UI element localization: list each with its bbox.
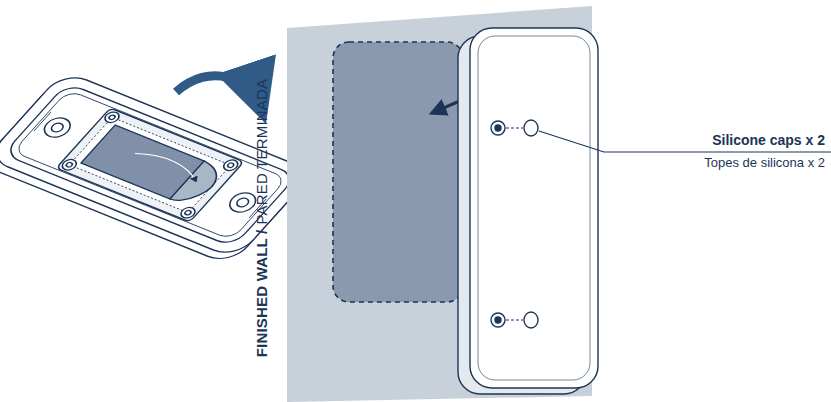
- callout-label: Silicone caps x 2: [704, 132, 825, 149]
- wall-label-text: FINISHED WALL /: [253, 230, 270, 358]
- caps-label: Silicone caps x 2 Topes de silicona x 2: [704, 132, 825, 171]
- wall-label: FINISHED WALL / PARED TERMINADA: [253, 79, 271, 358]
- callout-label: Topes de silicona x 2: [704, 155, 825, 171]
- peel-arrow: [176, 76, 262, 112]
- mounting-area: [333, 42, 463, 302]
- wall-label-text: PARED TERMINADA: [253, 79, 270, 225]
- device-plate: [458, 28, 598, 394]
- leader-line: [539, 131, 831, 152]
